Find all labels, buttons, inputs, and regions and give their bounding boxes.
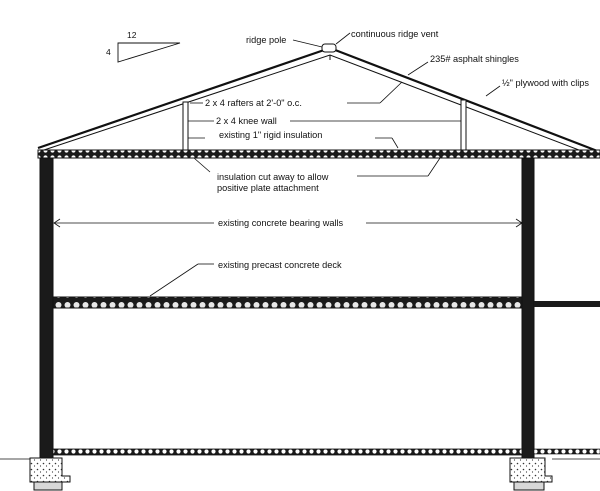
adjacent-deck	[534, 301, 600, 307]
knee-wall-left	[182, 101, 189, 151]
label-insulation-cut-1: insulation cut away to allow	[217, 172, 329, 182]
knee-wall-right	[460, 99, 467, 151]
bearing-walls	[39, 157, 535, 459]
label-plywood: ½" plywood with clips	[502, 78, 589, 88]
bearing-wall-right	[521, 157, 535, 459]
label-rigid-insulation: existing 1" rigid insulation	[219, 130, 322, 140]
ground-slab	[52, 448, 523, 456]
label-ridge-pole: ridge pole	[246, 35, 286, 45]
bearing-wall-left	[39, 157, 54, 459]
label-shingles: 235# asphalt shingles	[430, 54, 519, 64]
label-knee-wall: 2 x 4 knee wall	[216, 116, 277, 126]
ground-slab-right	[533, 448, 600, 455]
label-rafters: 2 x 4 rafters at 2'-0" o.c.	[205, 98, 302, 108]
precast-deck	[52, 296, 523, 309]
roof-slab	[37, 149, 600, 159]
slope-rise-label: 4	[106, 47, 111, 57]
annotations: ridge pole continuous ridge vent 235# as…	[53, 29, 589, 297]
footings	[0, 457, 600, 491]
roof	[37, 43, 600, 159]
ridge-vent	[321, 43, 337, 53]
label-insulation-cut-2: positive plate attachment	[217, 183, 319, 193]
label-bearing-walls: existing concrete bearing walls	[218, 218, 344, 228]
slope-run-label: 12	[127, 30, 137, 40]
label-ridge-vent: continuous ridge vent	[351, 29, 439, 39]
label-precast-deck: existing precast concrete deck	[218, 260, 342, 270]
slope-indicator: 12 4	[106, 30, 181, 63]
